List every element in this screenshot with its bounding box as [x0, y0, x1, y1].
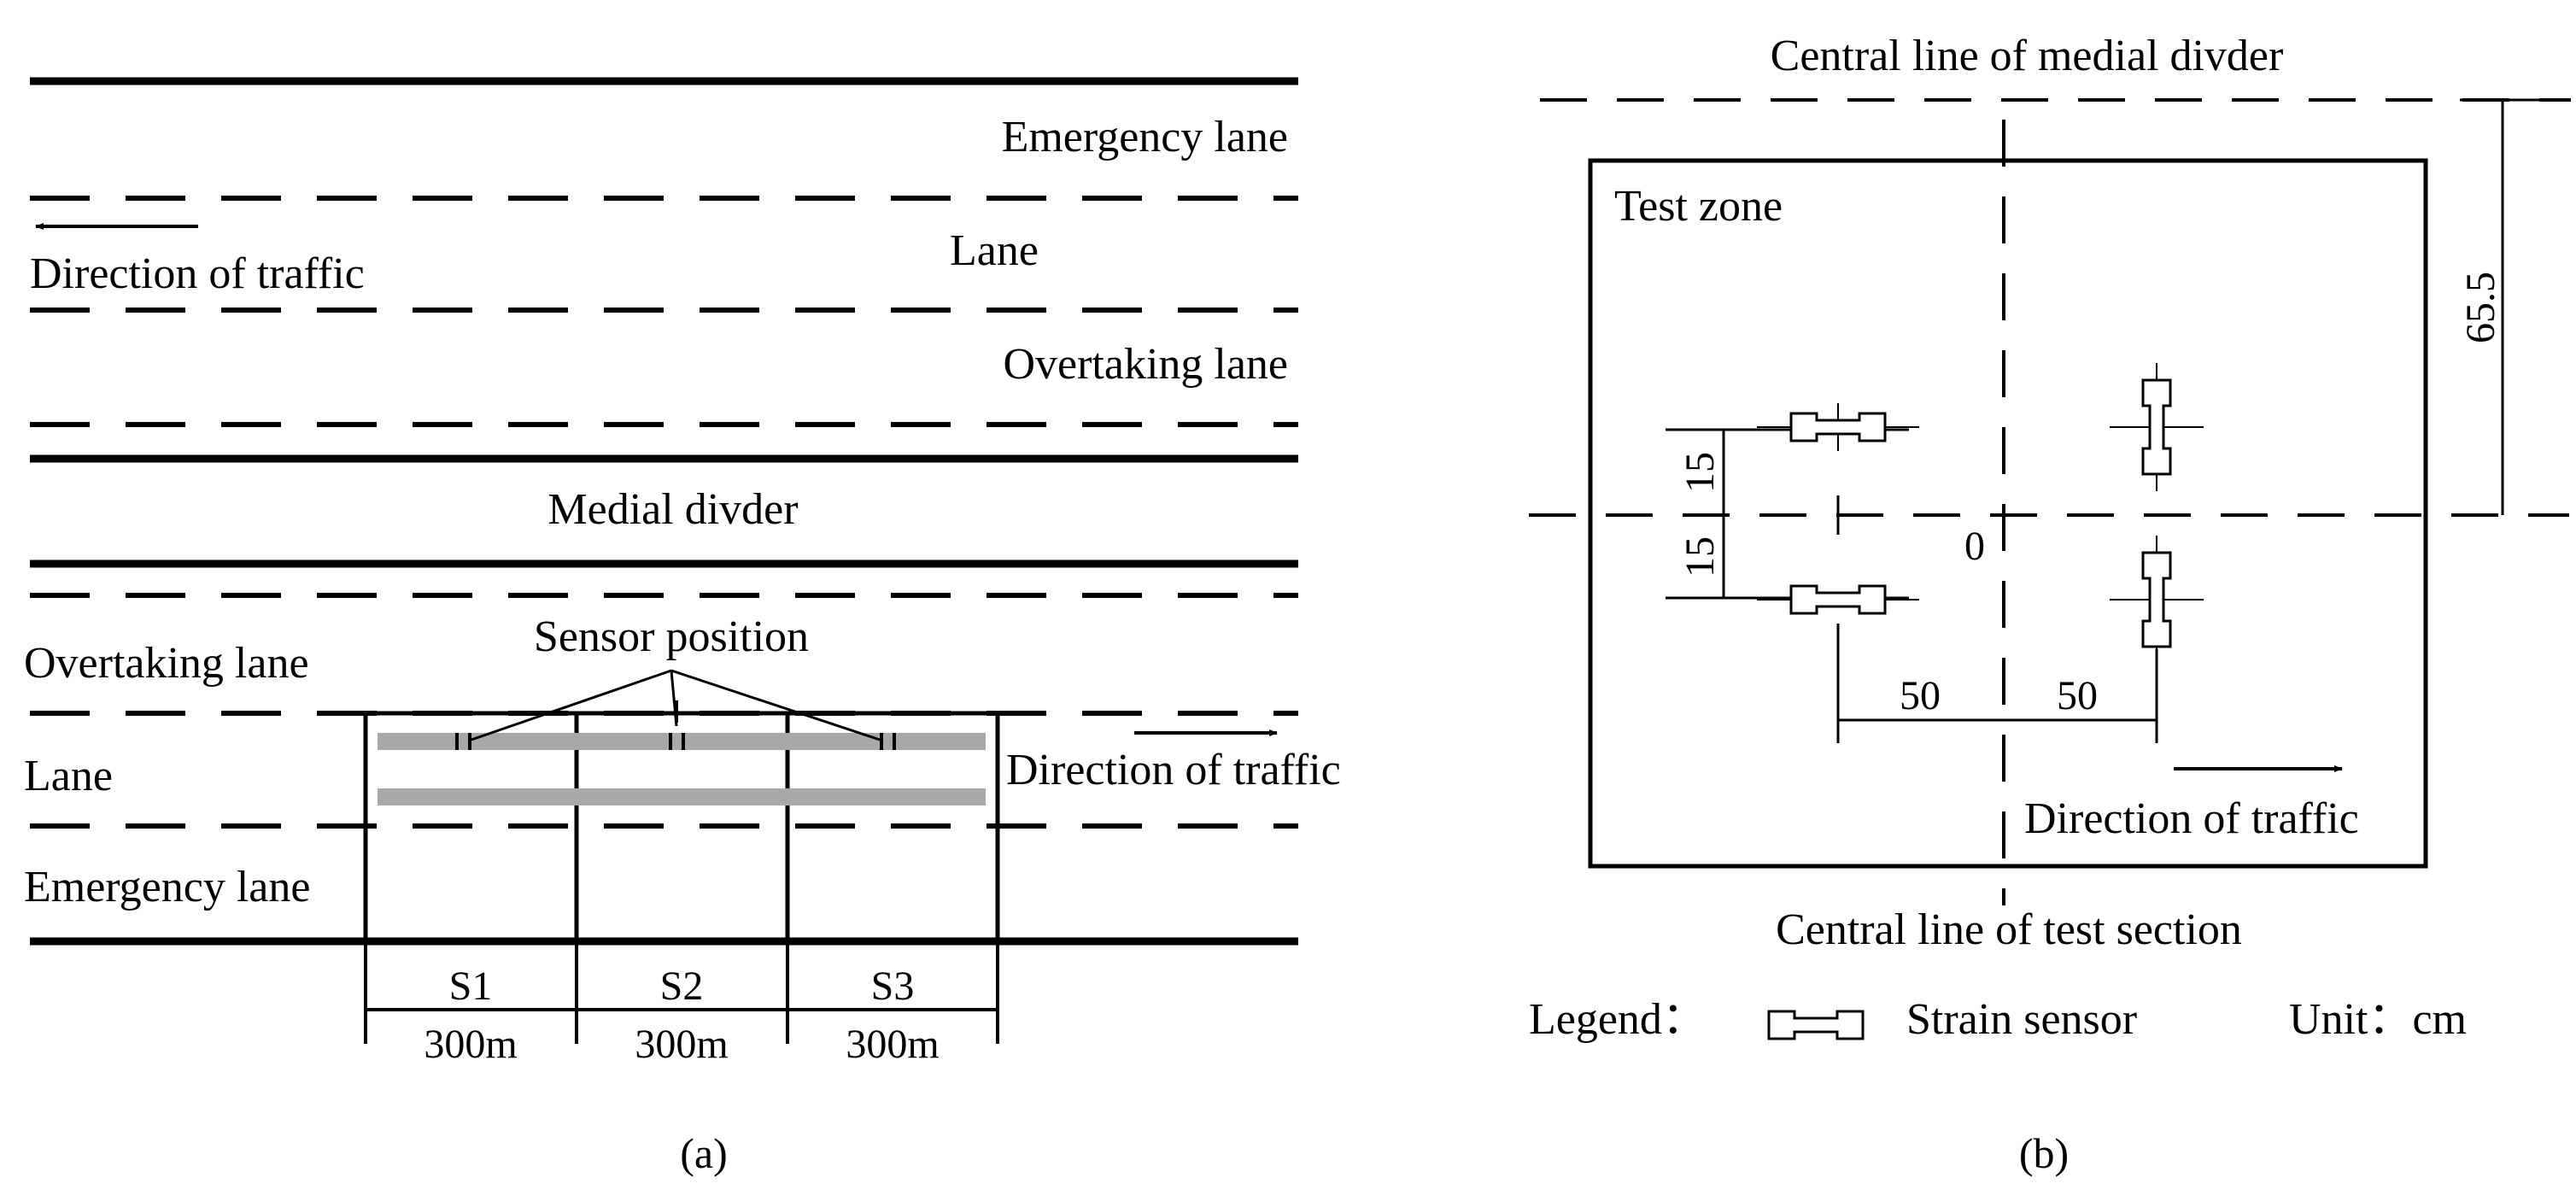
wheel-path-lower	[378, 788, 986, 806]
sensor-position-label: Sensor position	[534, 612, 809, 661]
dim-50-right-label: 50	[2057, 673, 2098, 718]
strain-sensor-right-top	[2110, 363, 2204, 491]
origin-label: 0	[1964, 524, 1985, 569]
unit-label: Unit：cm	[2289, 995, 2467, 1044]
lower-emergency-lane-label: Emergency lane	[24, 863, 310, 911]
dim-15-lower-label: 15	[1677, 536, 1723, 577]
median-label: Medial divder	[547, 485, 798, 534]
median-line-label: Central line of medial divder	[1771, 32, 2284, 80]
section-line-label: Central line of test section	[1776, 905, 2242, 954]
dim-15-upper-label: 15	[1677, 452, 1723, 493]
dim-50-left-label: 50	[1900, 673, 1941, 718]
section-dimension-ticks	[364, 941, 999, 1044]
section-length-s3: 300m	[846, 1022, 939, 1067]
caption-a: (a)	[680, 1129, 728, 1177]
lower-direction-label: Direction of traffic	[1006, 746, 1341, 794]
legend-strain-sensor-label: Strain sensor	[1906, 995, 2137, 1044]
section-label-s3: S3	[871, 964, 915, 1009]
section-label-s2: S2	[660, 964, 704, 1009]
legend-label: Legend：	[1529, 995, 1707, 1044]
section-label-s1: S1	[449, 964, 493, 1009]
offset-dimension-label: 65.5	[2458, 272, 2503, 343]
strain-sensor-left-top	[1757, 403, 1919, 451]
upper-overtaking-lane-label: Overtaking lane	[1003, 340, 1288, 389]
strain-sensor-right-bottom	[2110, 536, 2204, 664]
test-zone-label: Test zone	[1614, 182, 1783, 231]
horizontal-dimension	[1836, 624, 2158, 743]
panel-a: Emergency lane Lane Overtaking lane Dire…	[24, 77, 1341, 1177]
caption-b: (b)	[2019, 1129, 2069, 1177]
sensor-leader-lines	[471, 669, 881, 741]
upper-lane-label: Lane	[950, 226, 1039, 275]
sensor-marker-s1	[455, 733, 471, 750]
strain-sensor-left-bottom	[1757, 584, 1919, 615]
legend-strain-sensor-icon	[1767, 1010, 1865, 1040]
sensor-marker-s3	[880, 733, 896, 750]
panel-b: Central line of medial divder Test zone …	[1529, 32, 2571, 1177]
lower-overtaking-lane-label: Overtaking lane	[24, 639, 309, 688]
upper-emergency-lane-label: Emergency lane	[1002, 113, 1288, 161]
test-section-box	[363, 711, 1000, 944]
offset-dimension	[2460, 98, 2545, 515]
direction-label-b: Direction of traffic	[2024, 794, 2359, 843]
upper-direction-label: Direction of traffic	[30, 249, 365, 298]
section-length-s2: 300m	[635, 1022, 728, 1067]
section-length-s1: 300m	[424, 1022, 517, 1067]
test-zone-box	[1588, 158, 2428, 869]
lower-lane-label: Lane	[24, 752, 113, 800]
